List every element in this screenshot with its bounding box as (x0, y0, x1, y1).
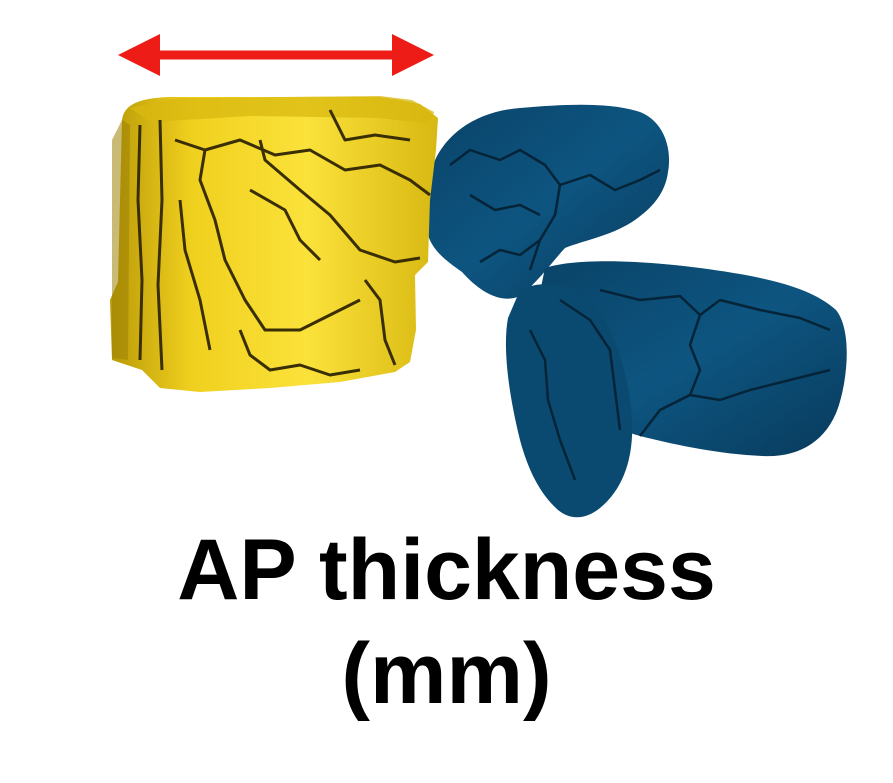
caption-unit: (mm) (341, 626, 552, 722)
vertebral-body (110, 96, 438, 392)
double-headed-arrow-icon (118, 34, 434, 76)
measurement-caption: AP thickness (mm) (0, 518, 893, 726)
posterior-elements (426, 104, 847, 518)
caption-title: AP thickness (177, 522, 716, 618)
